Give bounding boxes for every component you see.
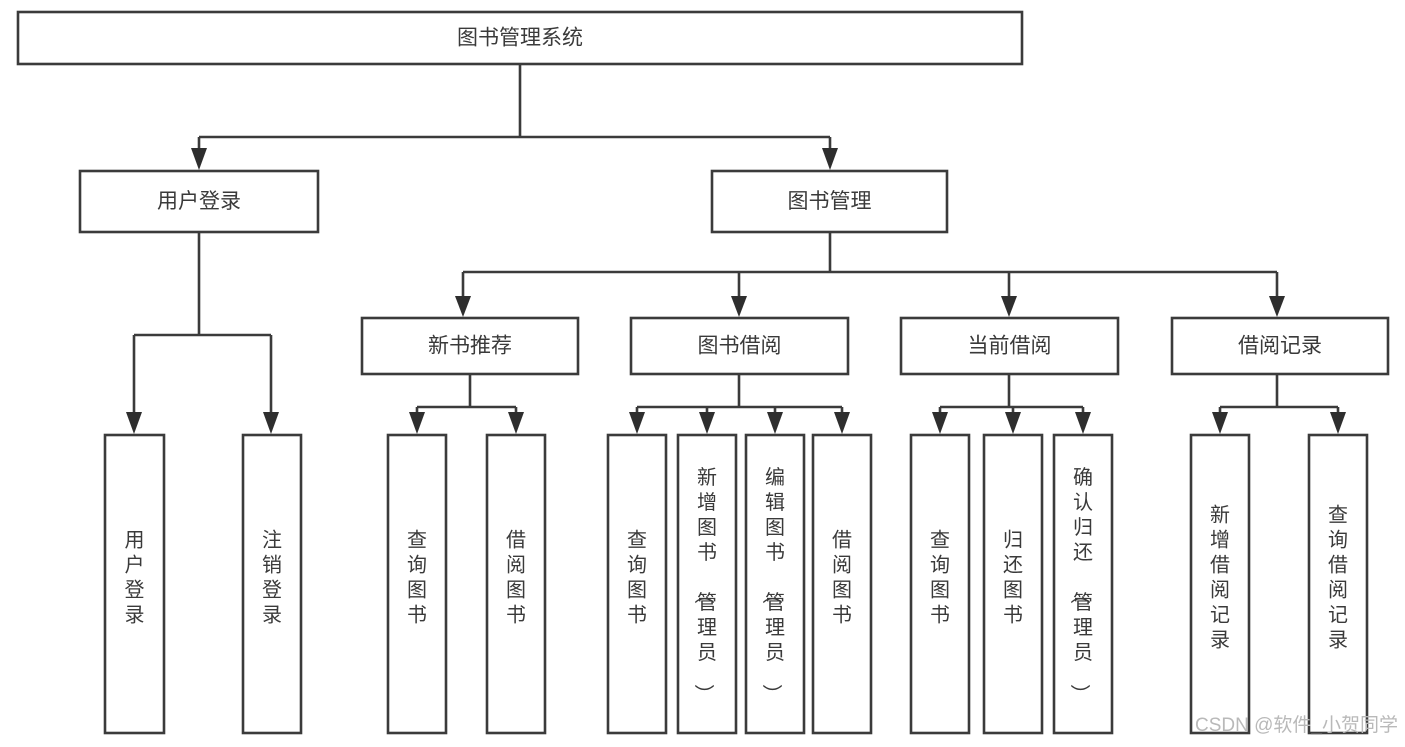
node-root[interactable]: 图书管理系统 (16, 10, 1024, 66)
node-box-user-login[interactable] (78, 169, 320, 234)
node-leaf-add-book-admin[interactable]: 新增图书（管理员） (676, 433, 738, 735)
node-leaf-query-borrow-record[interactable]: 查询借阅记录 (1307, 433, 1369, 735)
node-label-book-borrow: 图书借阅 (698, 335, 782, 358)
node-leaf-borrow-book[interactable]: 借阅图书 (811, 433, 873, 735)
arrow-head-icon (699, 412, 715, 434)
node-box-book-borrow[interactable] (629, 316, 850, 376)
arrow-head-icon (767, 412, 783, 434)
node-leaf-borrow-book-recommend[interactable]: 借阅图书 (485, 433, 547, 735)
arrow-head-icon (508, 412, 524, 434)
node-box-leaf-borrow-book-recommend[interactable] (485, 433, 547, 735)
node-label-new-book-recommend: 新书推荐 (428, 335, 512, 358)
node-label-leaf-borrow-book-recommend: 借阅图书 (506, 529, 526, 627)
node-box-current-borrow[interactable] (899, 316, 1120, 376)
node-leaf-return-book[interactable]: 归还图书 (982, 433, 1044, 735)
node-leaf-edit-book-admin[interactable]: 编辑图书（管理员） (744, 433, 806, 735)
node-label-borrow-record: 借阅记录 (1238, 335, 1322, 358)
node-label-leaf-query-borrow-record: 查询借阅记录 (1328, 504, 1348, 652)
arrow-head-icon (455, 296, 471, 317)
node-box-leaf-add-book-admin[interactable] (676, 433, 738, 735)
node-box-leaf-borrow-book[interactable] (811, 433, 873, 735)
node-book-management[interactable]: 图书管理 (710, 169, 949, 234)
node-label-leaf-query-book-borrow: 查询图书 (627, 529, 647, 627)
arrow-head-icon (932, 412, 948, 434)
node-label-book-management: 图书管理 (788, 190, 872, 213)
node-label-root: 图书管理系统 (457, 27, 583, 50)
node-box-leaf-return-book[interactable] (982, 433, 1044, 735)
arrow-head-icon (263, 412, 279, 434)
node-box-leaf-query-book-recommend[interactable] (386, 433, 448, 735)
node-current-borrow[interactable]: 当前借阅 (899, 316, 1120, 376)
arrow-head-icon (1330, 412, 1346, 434)
node-leaf-confirm-return-admin[interactable]: 确认归还（管理员） (1052, 433, 1114, 735)
node-label-current-borrow: 当前借阅 (968, 335, 1052, 358)
arrow-head-icon (822, 148, 838, 170)
node-box-new-book-recommend[interactable] (360, 316, 580, 376)
arrow-head-icon (1005, 412, 1021, 434)
node-borrow-record[interactable]: 借阅记录 (1170, 316, 1390, 376)
node-box-leaf-user-login[interactable] (103, 433, 166, 735)
node-box-book-management[interactable] (710, 169, 949, 234)
node-box-root[interactable] (16, 10, 1024, 66)
node-box-leaf-query-book-borrow[interactable] (606, 433, 668, 735)
node-book-borrow[interactable]: 图书借阅 (629, 316, 850, 376)
arrow-head-icon (731, 296, 747, 317)
node-leaf-query-book-current[interactable]: 查询图书 (909, 433, 971, 735)
node-label-leaf-add-borrow-record: 新增借阅记录 (1210, 504, 1230, 652)
arrow-head-icon (191, 148, 207, 170)
node-box-borrow-record[interactable] (1170, 316, 1390, 376)
node-leaf-user-login[interactable]: 用户登录 (103, 433, 166, 735)
node-box-leaf-query-borrow-record[interactable] (1307, 433, 1369, 735)
node-user-login[interactable]: 用户登录 (78, 169, 320, 234)
node-leaf-add-borrow-record[interactable]: 新增借阅记录 (1189, 433, 1251, 735)
node-leaf-query-book-borrow[interactable]: 查询图书 (606, 433, 668, 735)
arrow-heads-group (126, 148, 1346, 434)
arrow-head-icon (126, 412, 142, 434)
node-label-leaf-logout-login: 注销登录 (262, 529, 282, 627)
node-label-leaf-add-book-admin: 新增图书（管理员） (692, 466, 717, 704)
node-box-leaf-add-borrow-record[interactable] (1189, 433, 1251, 735)
node-label-leaf-user-login: 用户登录 (125, 530, 145, 627)
arrow-head-icon (629, 412, 645, 434)
node-box-leaf-query-book-current[interactable] (909, 433, 971, 735)
arrow-head-icon (1075, 412, 1091, 434)
arrow-head-icon (1269, 296, 1285, 317)
node-label-leaf-query-book-recommend: 查询图书 (407, 529, 427, 627)
node-label-leaf-query-book-current: 查询图书 (930, 529, 950, 627)
node-box-leaf-confirm-return-admin[interactable] (1052, 433, 1114, 735)
node-label-user-login: 用户登录 (157, 190, 241, 213)
csdn-watermark: CSDN @软件_小贺同学 (1195, 714, 1398, 736)
node-new-book-recommend[interactable]: 新书推荐 (360, 316, 580, 376)
node-leaf-logout-login[interactable]: 注销登录 (241, 433, 303, 735)
node-label-leaf-edit-book-admin: 编辑图书（管理员） (760, 466, 785, 704)
arrow-head-icon (409, 412, 425, 434)
arrow-head-icon (1001, 296, 1017, 317)
arrow-head-icon (834, 412, 850, 434)
node-leaf-query-book-recommend[interactable]: 查询图书 (386, 433, 448, 735)
node-label-leaf-return-book: 归还图书 (1003, 529, 1023, 627)
arrow-head-icon (1212, 412, 1228, 434)
node-box-leaf-logout-login[interactable] (241, 433, 303, 735)
node-label-leaf-borrow-book: 借阅图书 (832, 529, 852, 627)
nodes-group: 图书管理系统用户登录图书管理新书推荐图书借阅当前借阅借阅记录用户登录注销登录查询… (16, 10, 1390, 735)
node-box-leaf-edit-book-admin[interactable] (744, 433, 806, 735)
node-label-leaf-confirm-return-admin: 确认归还（管理员） (1068, 466, 1093, 704)
